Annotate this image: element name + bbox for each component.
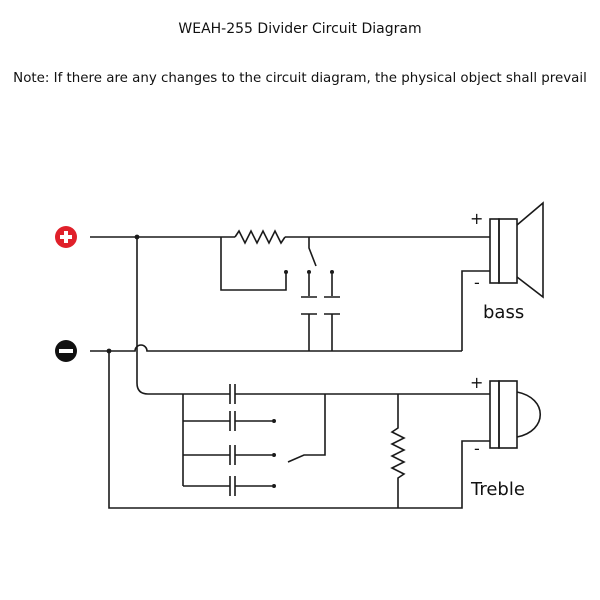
bass-resistor — [234, 229, 286, 245]
bass-speaker-icon — [489, 201, 544, 299]
treble-feed — [136, 237, 230, 395]
diagram-note: Note: If there are any changes to the ci… — [13, 71, 587, 86]
bass-plus-sign: + — [470, 209, 483, 228]
treble-plus-sign: + — [470, 373, 483, 392]
bass-network — [90, 201, 544, 351]
treble-minus-sign: - — [474, 439, 480, 458]
bass-label: bass — [483, 302, 524, 323]
treble-return — [108, 351, 490, 509]
treble-resistor — [390, 394, 406, 508]
negative-rail — [90, 344, 462, 352]
bass-minus-sign: - — [474, 273, 480, 292]
diagram-title: WEAH-255 Divider Circuit Diagram — [178, 21, 422, 37]
negative-terminal-icon — [55, 340, 77, 362]
treble-speaker-icon — [489, 380, 542, 449]
treble-label: Treble — [470, 479, 525, 500]
treble-network — [182, 380, 542, 508]
positive-terminal-icon — [55, 226, 77, 248]
